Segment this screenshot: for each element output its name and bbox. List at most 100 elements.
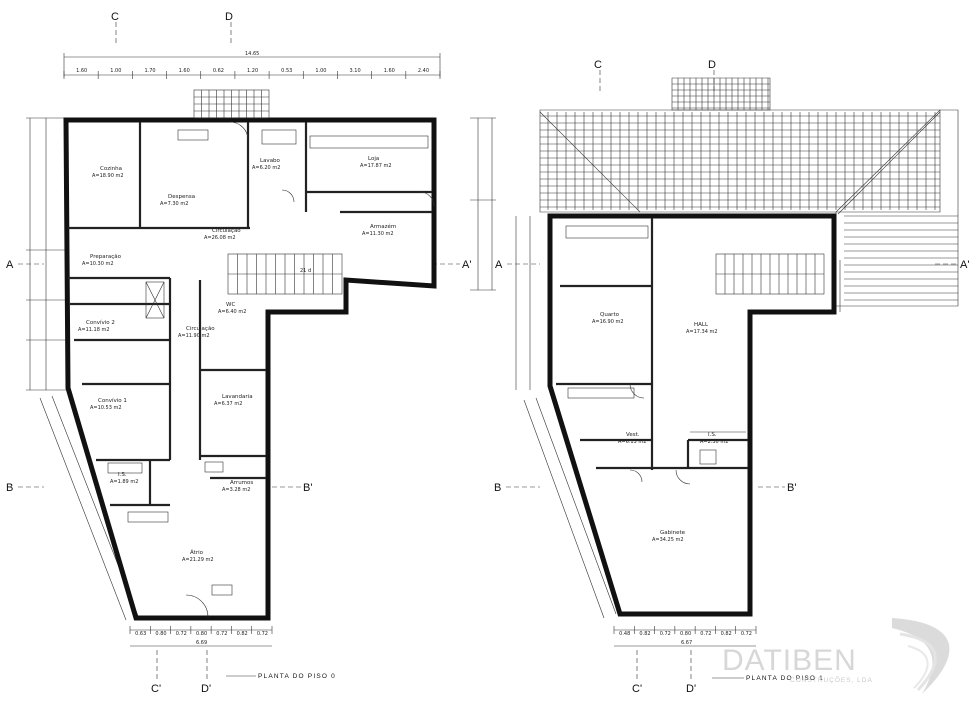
floor0-left-dimensions [26, 117, 139, 621]
dimension-label: 1.20 [247, 68, 258, 74]
section-label-a-prime-floor1: A' [960, 259, 969, 271]
dimension-label: 0.72 [700, 631, 711, 637]
section-label-d: D [225, 11, 233, 23]
dimension-label: 0.48 [619, 631, 630, 637]
dimension-label: 1.60 [384, 68, 395, 74]
dimension-label: 0.72 [741, 631, 752, 637]
dimension-label: 0.80 [680, 631, 691, 637]
room-name: Lavabo [260, 158, 281, 164]
room-name: Cozinha [100, 166, 122, 172]
dimension-label: 1.60 [179, 68, 190, 74]
floor0-bottom-total: 6.69 [196, 640, 207, 646]
floor1-title: PLANTA DO PISO 1 [746, 675, 824, 682]
room-area: A=2.30 m2 [700, 439, 728, 445]
dimension-label: 0.82 [237, 631, 248, 637]
room-area: A=6.40 m2 [218, 309, 246, 315]
floor1-bottom-total: 6.67 [681, 640, 692, 646]
floor0-fixtures: 21 d [107, 89, 435, 618]
room-name: Circulação [186, 326, 215, 332]
section-label-a-floor1: A [495, 259, 503, 271]
floor1-left-dimensions [515, 216, 841, 619]
section-markers-top: C D C D [111, 11, 716, 94]
room-name: I.S. [118, 472, 127, 478]
section-label-b-floor1: B [494, 482, 501, 494]
room-area: A=3.28 m2 [222, 487, 250, 493]
room-area: A=6.20 m2 [252, 165, 280, 171]
room-name: WC [226, 302, 235, 308]
room-name: Circulação [212, 228, 241, 234]
room-name: Convívio 2 [86, 319, 115, 326]
dimension-label: 0.80 [196, 631, 207, 637]
floor0-total-dimension: 14.65 [245, 51, 259, 57]
room-name: Lavandaria [222, 394, 253, 400]
section-label-b-prime: B' [303, 482, 312, 494]
room-area: A=17.87 m2 [360, 163, 392, 169]
floor0-stair-label: 21 d [300, 268, 311, 274]
floor0-title: PLANTA DO PISO 0 [258, 673, 336, 680]
dimension-label: 1.00 [315, 68, 326, 74]
section-label-a: A [6, 259, 14, 271]
dimension-label: 0.62 [213, 68, 224, 74]
room-area: A=21.29 m2 [182, 557, 214, 563]
room-area: A=34.25 m2 [652, 537, 684, 543]
dimension-label: 0.63 [135, 631, 146, 637]
room-area: A=17.34 m2 [686, 329, 718, 335]
room-area: A=11.18 m2 [78, 327, 110, 333]
dimension-label: 0.72 [176, 631, 187, 637]
room-name: Convívio 1 [98, 397, 127, 404]
dimension-label: 0.72 [216, 631, 227, 637]
room-name: Loja [368, 156, 379, 162]
room-name: Despensa [168, 194, 195, 200]
room-area: A=7.30 m2 [160, 201, 188, 207]
room-name: Quarto [600, 312, 620, 318]
dimension-label: 0.72 [257, 631, 268, 637]
section-label-d-prime-floor1: D' [686, 683, 696, 695]
section-label-d-floor1: D [708, 59, 716, 71]
dimension-label: 0.72 [660, 631, 671, 637]
room-area: A=1.89 m2 [110, 479, 138, 485]
dimension-label: 0.53 [281, 68, 292, 74]
room-name: Preparação [90, 254, 122, 260]
room-area: A=16.90 m2 [592, 319, 624, 325]
section-label-b-prime-floor1: B' [787, 482, 796, 494]
dimension-label: 3.10 [350, 68, 361, 74]
room-name: Armazém [370, 223, 396, 230]
room-area: A=26.08 m2 [204, 235, 236, 241]
floor1-walls [547, 213, 837, 617]
room-area: A=6.13 m2 [618, 439, 646, 445]
floor0-right-dimensions [470, 117, 496, 291]
room-area: A=11.30 m2 [362, 231, 394, 237]
room-name: HALL [694, 322, 709, 328]
room-name: Gabinete [660, 530, 686, 536]
room-name: Átrio [190, 549, 204, 556]
datiben-logo: DATIBEN CONSTRUÇÕES, LDA [722, 618, 950, 694]
dimension-label: 0.80 [155, 631, 166, 637]
dimension-label: 0.82 [639, 631, 650, 637]
logo-tagline: CONSTRUÇÕES, LDA [790, 675, 873, 684]
room-area: A=10.30 m2 [82, 261, 114, 267]
room-name: I.S. [708, 432, 717, 438]
floor0-walls [63, 117, 437, 621]
room-area: A=18.90 m2 [92, 173, 124, 179]
dimension-label: 0.82 [721, 631, 732, 637]
room-area: A=10.53 m2 [90, 405, 122, 411]
section-label-a-prime: A' [462, 259, 471, 271]
dimension-label: 1.70 [144, 68, 155, 74]
dimension-label: 1.60 [76, 68, 87, 74]
room-area: A=11.90 m2 [178, 333, 210, 339]
room-area: A=6.37 m2 [214, 401, 242, 407]
logo-swoosh-icon [892, 618, 950, 694]
room-name: Vest. [626, 432, 640, 438]
logo-wordmark: DATIBEN [722, 644, 857, 677]
floor0-top-dimensions: 14.65 1.60 1.00 1.70 1.60 0.62 1.20 0.53 1.00 3.… [63, 51, 441, 79]
section-label-c: C [111, 11, 119, 23]
floor1-fixtures [565, 225, 825, 485]
section-label-b: B [6, 482, 13, 494]
section-label-c-prime-floor1: C' [632, 683, 642, 695]
dimension-label: 1.00 [110, 68, 121, 74]
floor1-roof [539, 77, 959, 307]
room-name: Arrumos [230, 480, 253, 486]
